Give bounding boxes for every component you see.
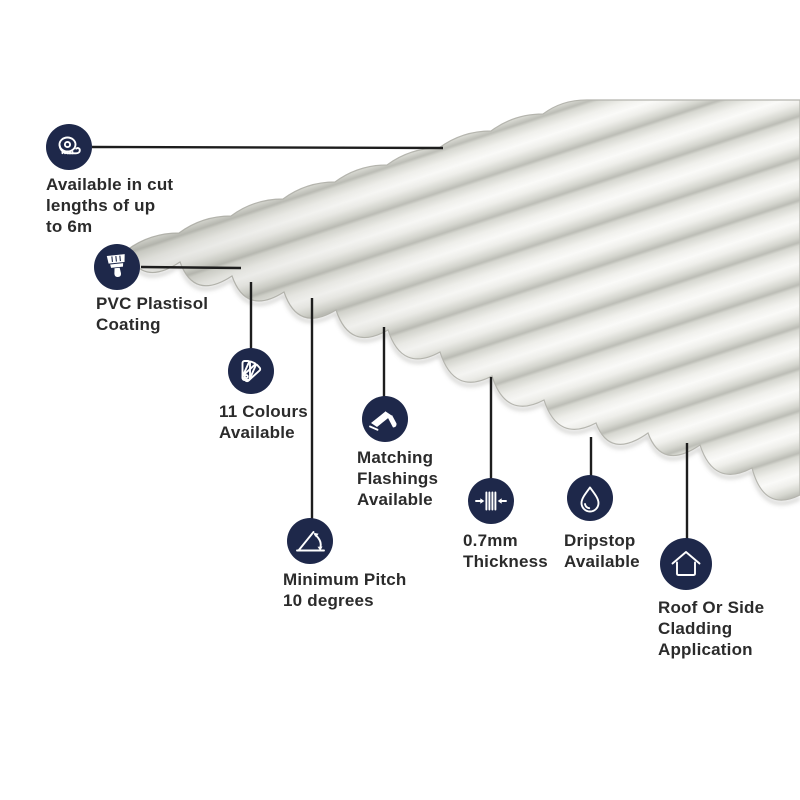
flashing-icon xyxy=(362,396,408,442)
callout-line xyxy=(91,145,444,150)
paint-brush-icon xyxy=(94,244,140,290)
callout-label: Available in cut lengths of up to 6m xyxy=(46,175,174,236)
pitch-angle-icon xyxy=(287,518,333,564)
callout-label: Minimum Pitch 10 degrees xyxy=(283,570,407,610)
sheet-edge-shadow xyxy=(125,252,800,505)
thickness-arrows-icon xyxy=(468,478,514,524)
callout-label: Roof Or Side Cladding Application xyxy=(658,598,765,659)
tape-measure-icon xyxy=(46,124,92,170)
callout-label: Matching Flashings Available xyxy=(357,448,439,509)
callout-label: 11 Colours Available xyxy=(219,402,308,442)
callout-line xyxy=(140,265,242,270)
water-drop-icon xyxy=(567,475,613,521)
callout-label: 0.7mm Thickness xyxy=(463,531,548,571)
callout-label: Dripstop Available xyxy=(564,531,640,571)
house-icon xyxy=(660,538,712,590)
colour-fan-icon xyxy=(228,348,274,394)
callout-label: PVC Plastisol Coating xyxy=(96,294,209,334)
sheet-shading xyxy=(127,99,800,501)
